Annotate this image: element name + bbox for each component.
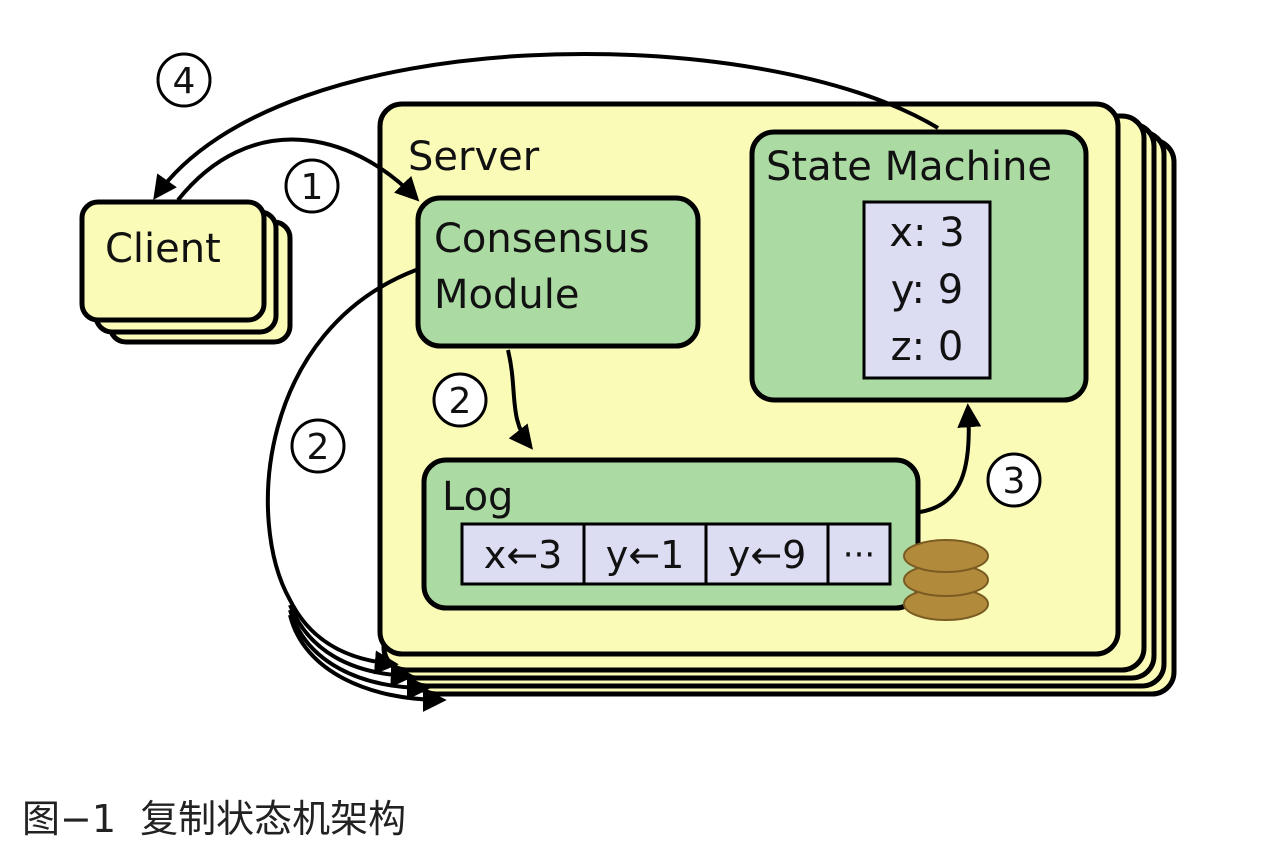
step-marker-1: 1 xyxy=(284,158,340,214)
figure-caption: 图−1 复制状态机架构 xyxy=(22,797,407,841)
state-value-y: y: 9 xyxy=(891,267,963,313)
client-label: Client xyxy=(105,226,221,272)
step-marker-4: 4 xyxy=(156,52,212,108)
step-marker-2-log: 2 xyxy=(432,372,488,428)
arrow-step-1 xyxy=(176,137,420,202)
consensus-label-line1: Consensus xyxy=(434,216,650,262)
server-label: Server xyxy=(408,134,540,180)
log-entries xyxy=(460,522,892,586)
svg-text:4: 4 xyxy=(173,61,196,102)
state-values-box xyxy=(862,200,992,380)
arrows-step-2-replication xyxy=(265,268,447,712)
client-stack xyxy=(79,199,293,345)
log-label: Log xyxy=(442,474,513,520)
svg-text:2: 2 xyxy=(307,427,330,468)
arrow-step-3 xyxy=(919,403,982,514)
step-marker-2-replication: 2 xyxy=(290,418,346,474)
state-value-z: z: 0 xyxy=(891,324,964,370)
consensus-label-line2: Module xyxy=(434,272,579,318)
log-entry-2: y←1 xyxy=(606,533,685,577)
log-entry-1: x←3 xyxy=(484,533,563,577)
step-marker-3: 3 xyxy=(986,452,1042,508)
state-value-x: x: 3 xyxy=(889,210,964,256)
client-box xyxy=(79,199,267,323)
disk-storage-icon xyxy=(903,539,989,621)
svg-text:2: 2 xyxy=(449,381,472,422)
svg-text:1: 1 xyxy=(301,167,324,208)
state-machine-label: State Machine xyxy=(766,144,1052,190)
log-entry-3: y←9 xyxy=(728,533,807,577)
arrow-step-4 xyxy=(153,52,940,200)
arrow-step-2-log xyxy=(506,349,533,450)
consensus-module-box xyxy=(415,195,701,349)
log-entry-ellipsis: ··· xyxy=(843,535,875,575)
svg-text:3: 3 xyxy=(1003,461,1026,502)
